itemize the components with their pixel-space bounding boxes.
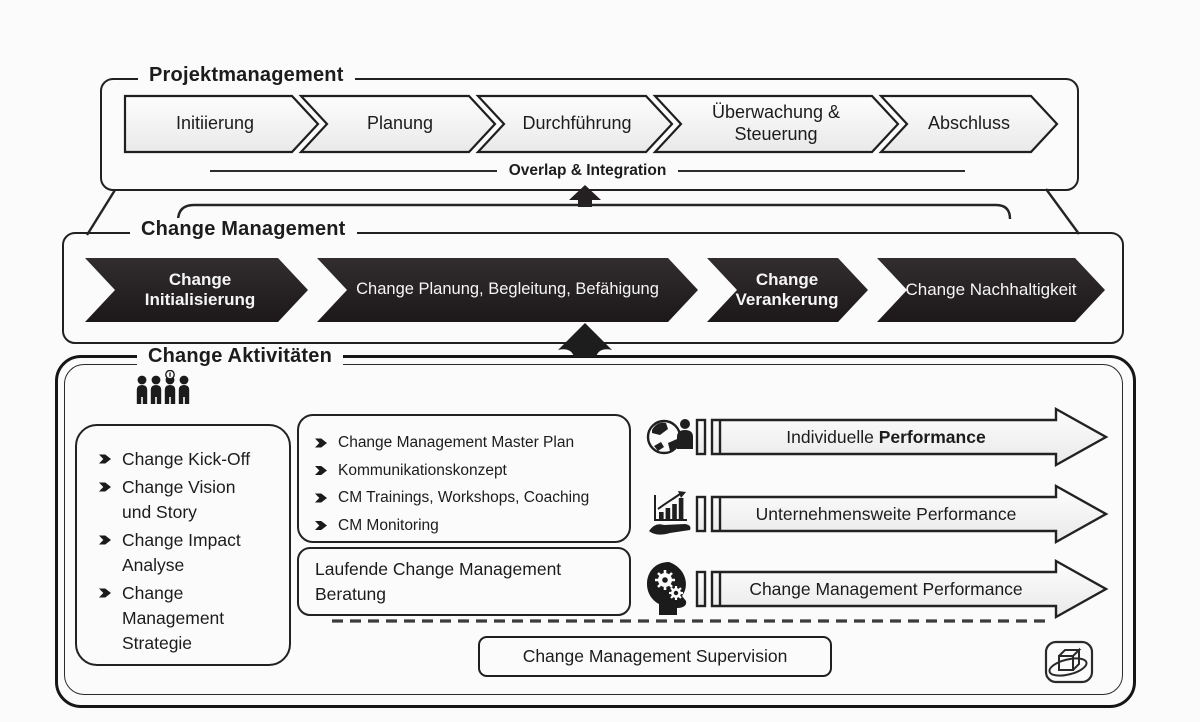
list-item: Kommunikationskonzept <box>315 457 615 485</box>
list-item: CM Trainings, Workshops, Coaching <box>315 484 615 512</box>
cube-orbit-logo <box>1040 634 1102 695</box>
globe-person-icon <box>644 413 698 466</box>
performance-individual-label: Individuelle Performance <box>786 426 986 447</box>
change-aktivitaeten-title: Change Aktivitäten <box>137 345 344 368</box>
funnel-line-right <box>1045 188 1080 235</box>
cm-phase-initialisierung: Change Initialisierung <box>144 269 256 309</box>
pm-phase-planung: Planung <box>366 113 434 134</box>
cm-phase-planung: Change Planung, Begleitung, Befähigung <box>356 280 659 299</box>
list-item: Change Impact Analyse <box>99 528 265 578</box>
list-item: Change Kick-Off <box>99 447 265 472</box>
arrow-bullet-icon <box>99 535 111 545</box>
change-basics-list: Change Kick-Off Change Vision und Story … <box>77 426 289 659</box>
master-plan-list: Change Management Master Plan Kommunikat… <box>299 416 629 539</box>
master-plan-box: Change Management Master Plan Kommunikat… <box>297 414 631 543</box>
list-item: CM Monitoring <box>315 512 615 540</box>
supervision-label: Change Management Supervision <box>522 646 788 666</box>
supervision-box: Change Management Supervision <box>478 636 832 677</box>
hand-chart-icon <box>646 489 696 544</box>
change-basics-box: Change Kick-Off Change Vision und Story … <box>75 424 291 666</box>
arrow-bullet-icon <box>99 588 111 598</box>
head-gears-icon <box>644 560 696 623</box>
cm-phase-nachhaltigkeit: Change Nachhaltigkeit <box>905 279 1077 299</box>
arrow-bullet-icon <box>99 482 111 492</box>
arrow-bullet-icon <box>99 454 111 464</box>
people-group-icon <box>132 369 198 417</box>
change-management-title: Change Management <box>130 218 357 241</box>
projektmanagement-title: Projektmanagement <box>138 64 355 87</box>
arrow-bullet-icon <box>315 438 327 448</box>
overlap-integration-label: Overlap & Integration <box>508 162 667 179</box>
arrow-bullet-icon <box>315 520 327 531</box>
performance-company-label: Unternehmensweite Performance <box>755 503 1017 524</box>
list-item: Change Management Strategie <box>99 581 265 656</box>
performance-cm-label: Change Management Performance <box>749 578 1023 599</box>
list-item: Change Vision und Story <box>99 475 265 525</box>
arrow-bullet-icon <box>315 465 327 476</box>
arrow-bullet-icon <box>315 493 327 503</box>
funnel-line-left <box>85 189 117 236</box>
consulting-box: Laufende Change Management Beratung <box>297 547 631 616</box>
list-item: Change Management Master Plan <box>315 429 615 457</box>
pm-phase-ueberwachung: Überwachung & Steuerung <box>711 102 841 144</box>
pm-phase-durchfuehrung: Durchführung <box>522 113 632 134</box>
pm-phase-initiierung: Initiierung <box>175 113 255 134</box>
change-aktivitaeten-inner-frame <box>64 364 1123 695</box>
overlap-integration: Overlap & Integration <box>210 162 965 180</box>
consulting-label: Laufende Change Management Beratung <box>315 559 562 604</box>
pm-phase-abschluss: Abschluss <box>927 113 1011 134</box>
cm-phase-verankerung: Change Verankerung <box>735 269 839 309</box>
